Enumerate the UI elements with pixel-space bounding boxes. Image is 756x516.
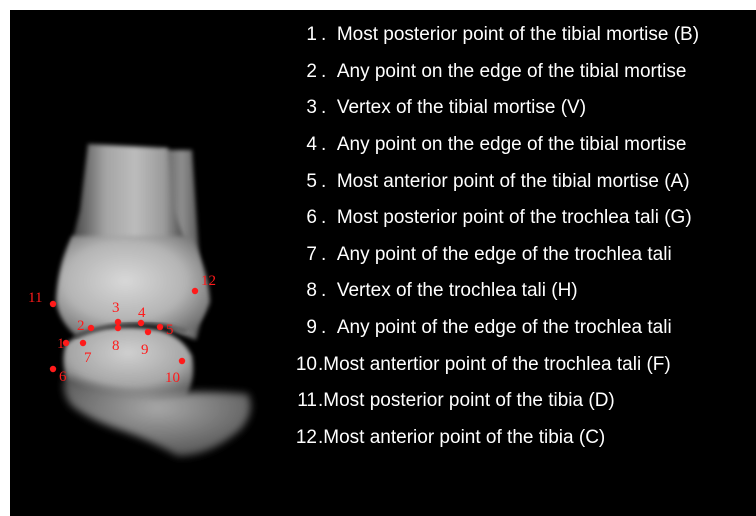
landmark-dot-10 xyxy=(179,358,185,364)
legend-text: Any point on the edge of the tibial mort… xyxy=(337,61,687,83)
legend-number: 7 xyxy=(282,244,321,266)
landmark-label-4: 4 xyxy=(138,305,146,321)
legend-period: . xyxy=(321,280,326,302)
landmark-dot-6 xyxy=(50,366,56,372)
landmark-dot-5 xyxy=(157,324,163,330)
legend-period: . xyxy=(321,244,326,266)
landmark-label-3: 3 xyxy=(112,300,120,316)
landmark-label-11: 11 xyxy=(28,290,42,306)
legend-period: . xyxy=(321,171,326,193)
legend-text: Any point of the edge of the trochlea ta… xyxy=(337,244,672,266)
legend-period: . xyxy=(321,97,326,119)
landmark-dot-9 xyxy=(145,329,151,335)
landmark-dot-7 xyxy=(80,340,86,346)
legend-number: 9 xyxy=(282,317,321,339)
landmark-label-1: 1 xyxy=(57,336,65,352)
legend-item: 3. Vertex of the tibial mortise (V) xyxy=(282,90,699,127)
landmark-label-5: 5 xyxy=(166,322,174,338)
legend-period: . xyxy=(321,207,326,229)
legend-text: Most posterior point of the tibial morti… xyxy=(337,24,699,46)
legend-number: 10 xyxy=(282,354,318,376)
legend-text: Most posterior point of the trochlea tal… xyxy=(337,207,692,229)
legend-number: 11 xyxy=(282,390,318,412)
legend-item: 12.Most anterior point of the tibia (C) xyxy=(282,420,699,457)
legend-text: Any point of the edge of the trochlea ta… xyxy=(337,317,672,339)
legend-item: 9. Any point of the edge of the trochlea… xyxy=(282,310,699,347)
legend-number: 1 xyxy=(282,24,321,46)
landmark-label-6: 6 xyxy=(59,369,67,385)
legend-number: 2 xyxy=(282,61,321,83)
landmark-label-2: 2 xyxy=(77,318,85,334)
landmark-dot-3 xyxy=(115,319,121,325)
legend-text: Any point on the edge of the tibial mort… xyxy=(337,134,687,156)
legend-period: . xyxy=(321,317,326,339)
legend-number: 4 xyxy=(282,134,321,156)
legend-item: 4. Any point on the edge of the tibial m… xyxy=(282,127,699,164)
legend-item: 6. Most posterior point of the trochlea … xyxy=(282,200,699,237)
landmark-label-9: 9 xyxy=(141,342,149,358)
landmark-legend: 1. Most posterior point of the tibial mo… xyxy=(282,17,699,456)
landmark-dot-12 xyxy=(192,288,198,294)
landmark-dot-11 xyxy=(50,301,56,307)
legend-item: 2. Any point on the edge of the tibial m… xyxy=(282,54,699,91)
landmark-label-8: 8 xyxy=(112,338,120,354)
legend-number: 5 xyxy=(282,171,321,193)
legend-item: 10.Most antertior point of the trochlea … xyxy=(282,346,699,383)
landmark-dot-8 xyxy=(115,325,121,331)
legend-text: Vertex of the trochlea tali (H) xyxy=(337,280,578,302)
legend-number: 3 xyxy=(282,97,321,119)
legend-text: Vertex of the tibial mortise (V) xyxy=(337,97,586,119)
figure-panel: 1 2 3 4 5 6 7 8 9 10 11 12 1. Most poste… xyxy=(10,10,756,516)
legend-period: . xyxy=(321,134,326,156)
legend-number: 8 xyxy=(282,280,321,302)
bone-silhouette xyxy=(56,144,251,456)
legend-item: 8. Vertex of the trochlea tali (H) xyxy=(282,273,699,310)
landmark-dot-2 xyxy=(88,325,94,331)
legend-item: 5. Most anterior point of the tibial mor… xyxy=(282,163,699,200)
legend-item: 11.Most posterior point of the tibia (D) xyxy=(282,383,699,420)
landmark-label-12: 12 xyxy=(201,273,216,289)
legend-item: 1. Most posterior point of the tibial mo… xyxy=(282,17,699,54)
legend-period: . xyxy=(321,61,326,83)
landmark-label-7: 7 xyxy=(84,350,92,366)
legend-item: 7. Any point of the edge of the trochlea… xyxy=(282,237,699,274)
legend-text: Most posterior point of the tibia (D) xyxy=(323,390,614,412)
legend-number: 12 xyxy=(282,427,318,449)
legend-text: Most anterior point of the tibia (C) xyxy=(323,427,605,449)
landmark-label-10: 10 xyxy=(165,370,180,386)
legend-number: 6 xyxy=(282,207,321,229)
legend-text: Most anterior point of the tibial mortis… xyxy=(337,171,690,193)
legend-period: . xyxy=(321,24,326,46)
ankle-radiograph: 1 2 3 4 5 6 7 8 9 10 11 12 xyxy=(10,10,290,516)
legend-text: Most antertior point of the trochlea tal… xyxy=(323,354,670,376)
